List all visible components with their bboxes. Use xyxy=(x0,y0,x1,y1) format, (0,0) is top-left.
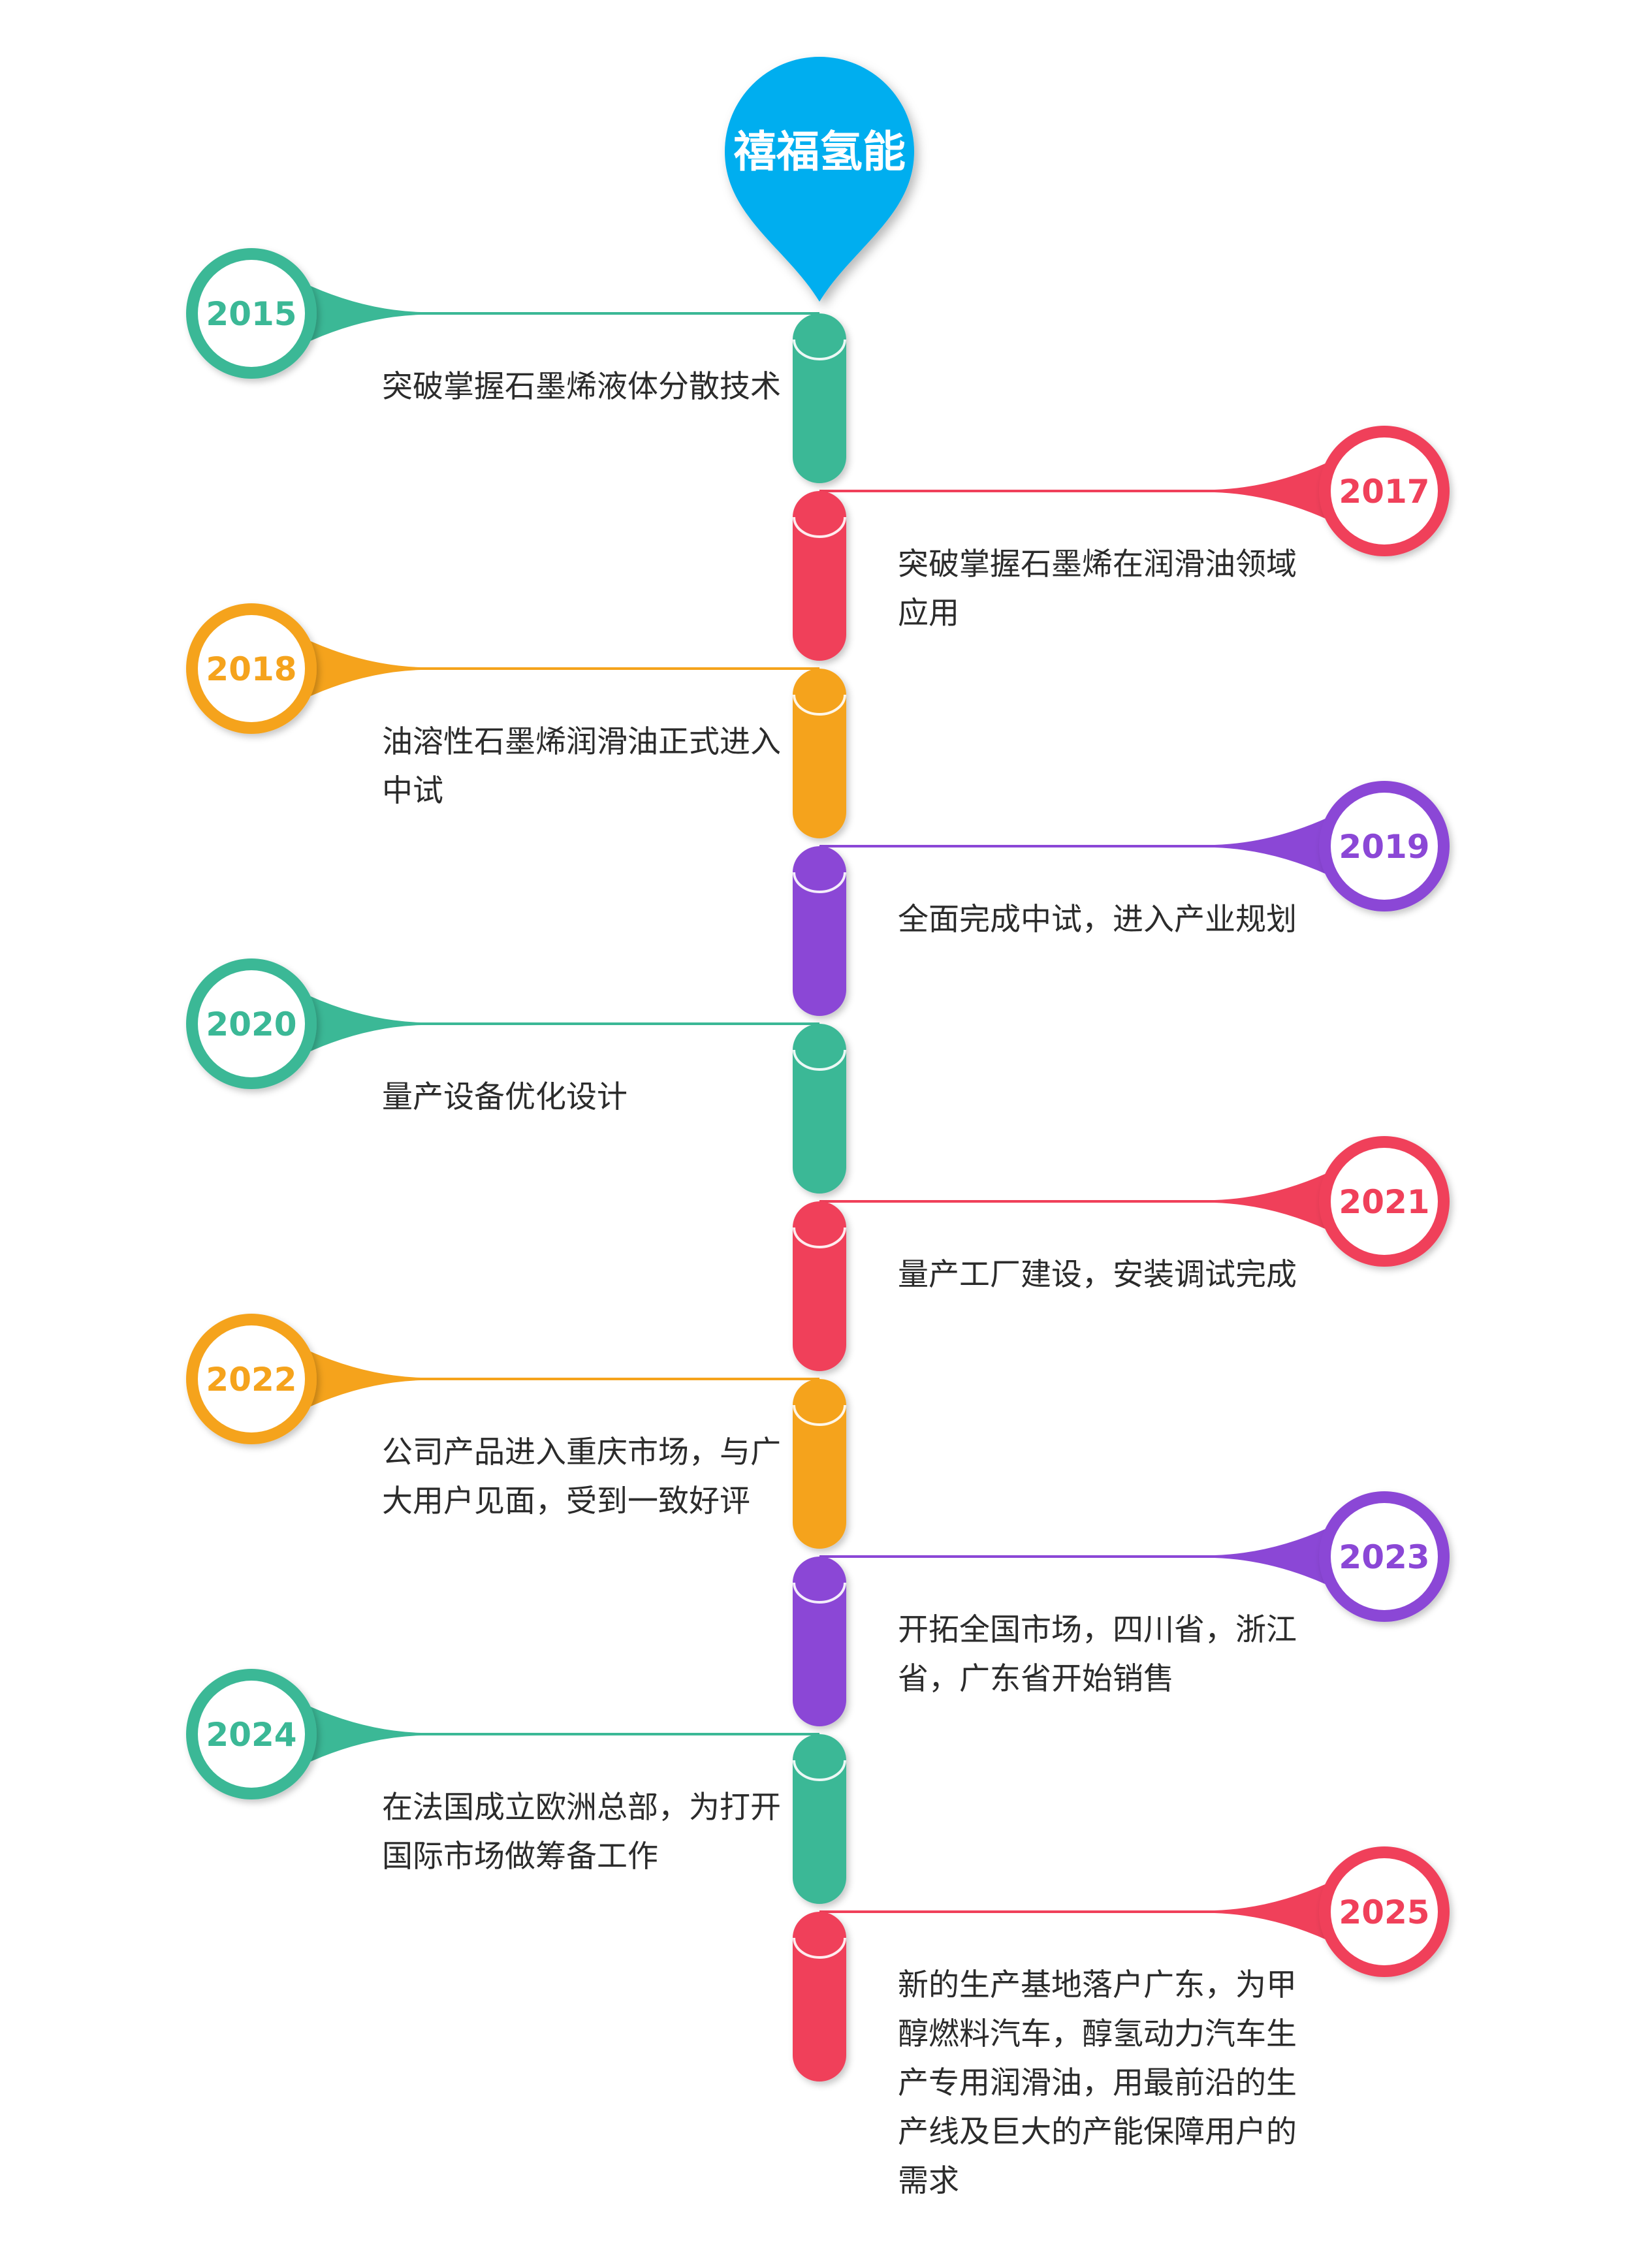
event-description: 在法国成立欧洲总部，为打开国际市场做筹备工作 xyxy=(382,1790,781,1875)
year-label: 2017 xyxy=(1339,473,1429,511)
timeline-event-2018: 2018 xyxy=(186,603,846,838)
year-badge xyxy=(1319,781,1450,911)
year-badge xyxy=(186,603,317,734)
timeline-event-2025: 2025 xyxy=(793,1846,1450,2082)
year-badge xyxy=(1319,1846,1450,1977)
events-layer: 2015 2017 2018 2019 2020 2021 2022 2023 2024 2025 xyxy=(186,248,1450,2082)
year-label: 2018 xyxy=(206,650,296,688)
title-pin-shape xyxy=(725,57,914,302)
year-label: 2022 xyxy=(206,1361,296,1399)
spine-segment xyxy=(793,313,846,483)
event-description: 开拓全国市场，四川省，浙江省，广东省开始销售 xyxy=(898,1612,1297,1697)
spine-segment xyxy=(793,1201,846,1371)
year-label: 2024 xyxy=(206,1716,296,1754)
year-badge xyxy=(186,1669,317,1799)
spine-segment xyxy=(793,491,846,661)
timeline-event-2017: 2017 xyxy=(793,426,1450,661)
timeline-event-2015: 2015 xyxy=(186,248,846,483)
event-description: 量产设备优化设计 xyxy=(382,1079,627,1115)
spine-segment xyxy=(793,1024,846,1194)
event-description: 新的生产基地落户广东，为甲醇燃料汽车，醇氢动力汽车生产专用润滑油，用最前沿的生产… xyxy=(898,1967,1297,2199)
spine-segment xyxy=(793,1734,846,1904)
title-pin xyxy=(725,57,914,302)
event-description: 突破掌握石墨烯在润滑油领域应用 xyxy=(898,546,1297,631)
year-badge xyxy=(1319,1491,1450,1622)
event-description: 全面完成中试，进入产业规划 xyxy=(898,902,1297,938)
year-badge xyxy=(1319,1136,1450,1267)
timeline-event-2024: 2024 xyxy=(186,1669,846,1904)
spine-segment xyxy=(793,1379,846,1549)
spine-segment xyxy=(793,669,846,838)
year-label: 2023 xyxy=(1339,1538,1429,1576)
spine-segment xyxy=(793,1557,846,1726)
timeline-event-2022: 2022 xyxy=(186,1314,846,1549)
year-badge xyxy=(186,248,317,379)
event-description: 突破掌握石墨烯液体分散技术 xyxy=(382,369,781,405)
timeline-event-2019: 2019 xyxy=(793,781,1450,1016)
event-description: 公司产品进入重庆市场，与广大用户见面，受到一致好评 xyxy=(382,1434,781,1519)
timeline-event-2020: 2020 xyxy=(186,958,846,1194)
year-badge xyxy=(186,1314,317,1444)
timeline-event-2023: 2023 xyxy=(793,1491,1450,1726)
year-label: 2020 xyxy=(206,1005,296,1043)
year-label: 2021 xyxy=(1339,1183,1429,1221)
company-title: 禧福氢能 xyxy=(733,127,906,177)
year-label: 2015 xyxy=(206,295,296,333)
timeline-event-2021: 2021 xyxy=(793,1136,1450,1371)
event-description: 量产工厂建设，安装调试完成 xyxy=(898,1257,1297,1293)
event-description: 油溶性石墨烯润滑油正式进入中试 xyxy=(382,724,781,809)
year-badge xyxy=(1319,426,1450,556)
year-badge xyxy=(186,958,317,1089)
year-label: 2025 xyxy=(1339,1893,1429,1931)
spine-segment xyxy=(793,1912,846,2082)
spine-segment xyxy=(793,846,846,1016)
year-label: 2019 xyxy=(1339,828,1429,866)
